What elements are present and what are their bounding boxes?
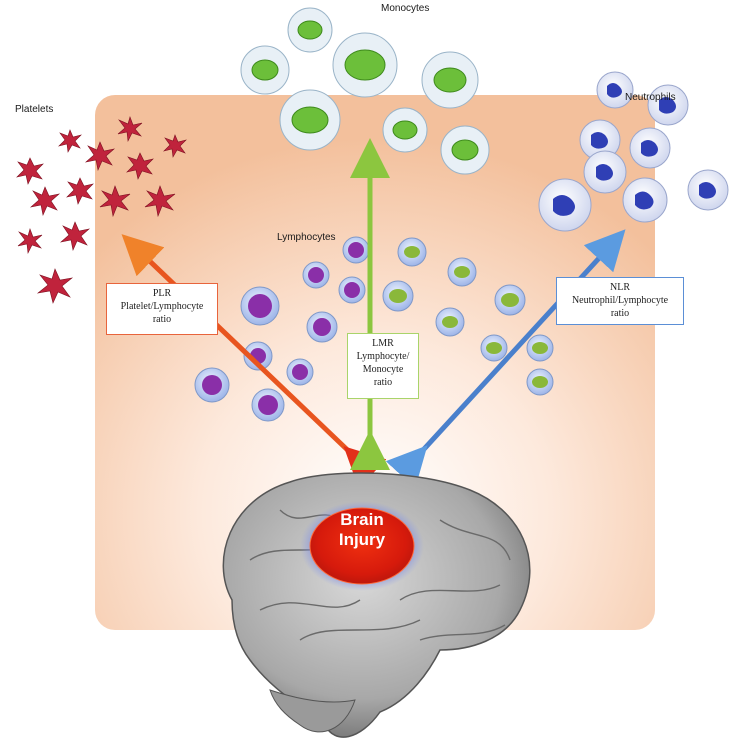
neutrophils-cluster — [538, 71, 729, 232]
lmr-ratio-word: ratio — [373, 377, 393, 388]
plr-title: PLR — [152, 288, 172, 299]
platelets-label: Platelets — [15, 104, 54, 115]
brain-injury-line-2: Injury — [338, 530, 386, 549]
lmr-subtitle-1: Lymphocyte/ — [356, 351, 410, 362]
lmr-subtitle-2: Monocyte — [362, 364, 404, 375]
injury-core — [309, 507, 415, 585]
lymphocytes-label: Lymphocytes — [277, 232, 336, 243]
plr-box: PLR Platelet/Lymphocyte ratio — [106, 283, 218, 335]
neutrophils-label: Neutrophils — [625, 92, 676, 103]
platelets-cluster — [16, 116, 187, 304]
monocytes-label: Monocytes — [381, 3, 430, 14]
plr-ratio-word: ratio — [152, 314, 172, 325]
nlr-box: NLR Neutrophil/Lymphocyte ratio — [556, 277, 684, 325]
plr-subtitle: Platelet/Lymphocyte — [120, 301, 204, 312]
nlr-title: NLR — [610, 282, 630, 293]
nlr-subtitle: Neutrophil/Lymphocyte — [571, 295, 669, 306]
brain-injury-label: Brain Injury — [312, 510, 412, 550]
lmr-box: LMR Lymphocyte/ Monocyte ratio — [347, 333, 419, 399]
nlr-ratio-word: ratio — [610, 308, 630, 319]
monocytes-cluster — [240, 7, 490, 175]
lmr-title: LMR — [372, 338, 394, 349]
brain-injury-line-1: Brain — [340, 510, 384, 529]
brain — [222, 472, 531, 738]
